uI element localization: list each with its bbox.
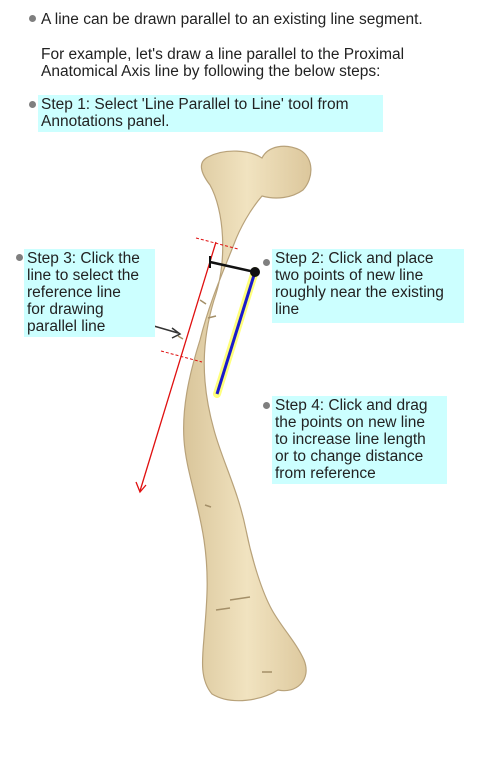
axis-dashed-top [195, 237, 239, 250]
bullet-dot [29, 15, 36, 22]
step-4-line-3: to increase line length [275, 431, 426, 448]
step-3-line-3: reference line [27, 284, 121, 301]
distance-connector [209, 260, 256, 274]
intro-line-2a: For example, let's draw a line parallel … [41, 46, 405, 63]
parallel-line[interactable] [215, 271, 257, 395]
step-3-line-5: parallel line [27, 318, 106, 335]
step-4-line-5: from reference [275, 465, 376, 482]
step-1-line-2: Annotations panel. [41, 113, 170, 130]
step-2-line-3: roughly near the existing [275, 284, 444, 301]
step-2-callout: Step 2: Click and place two points of ne… [272, 249, 464, 323]
step-4-callout: Step 4: Click and drag the points on new… [272, 396, 447, 484]
step-4-line-2: the points on new line [275, 414, 425, 431]
step-2-line-4: line [275, 301, 300, 318]
step-2-line-2: two points of new line [275, 267, 424, 284]
step-3-arrowhead [171, 327, 182, 339]
femur-bone [183, 145, 312, 702]
step-1-callout: Step 1: Select 'Line Parallel to Line' t… [38, 95, 383, 132]
step-4-line-4: or to change distance [275, 448, 424, 465]
parallel-line-handle[interactable] [250, 267, 260, 277]
step-2-line-1: Step 2: Click and place [275, 250, 434, 267]
axis-arrowhead [135, 481, 147, 494]
bullet-dot [29, 101, 36, 108]
step-3-callout: Step 3: Click the line to select the ref… [24, 249, 155, 337]
step-3-line-2: line to select the [27, 267, 140, 284]
step-3-line-1: Step 3: Click the [27, 250, 140, 267]
proximal-anatomical-axis-line[interactable] [139, 241, 217, 492]
intro-line-2b: Anatomical Axis line by following the be… [41, 63, 381, 80]
bullet-dot [263, 259, 270, 266]
bone-texture [177, 299, 272, 673]
step-4-line-1: Step 4: Click and drag [275, 397, 428, 414]
bullet-dot [16, 254, 23, 261]
intro-line-1: A line can be drawn parallel to an exist… [41, 11, 423, 28]
bullet-dot [263, 402, 270, 409]
axis-dashed-bottom [160, 350, 203, 363]
step-1-line-1: Step 1: Select 'Line Parallel to Line' t… [41, 96, 349, 113]
step-3-line-4: for drawing [27, 301, 104, 318]
